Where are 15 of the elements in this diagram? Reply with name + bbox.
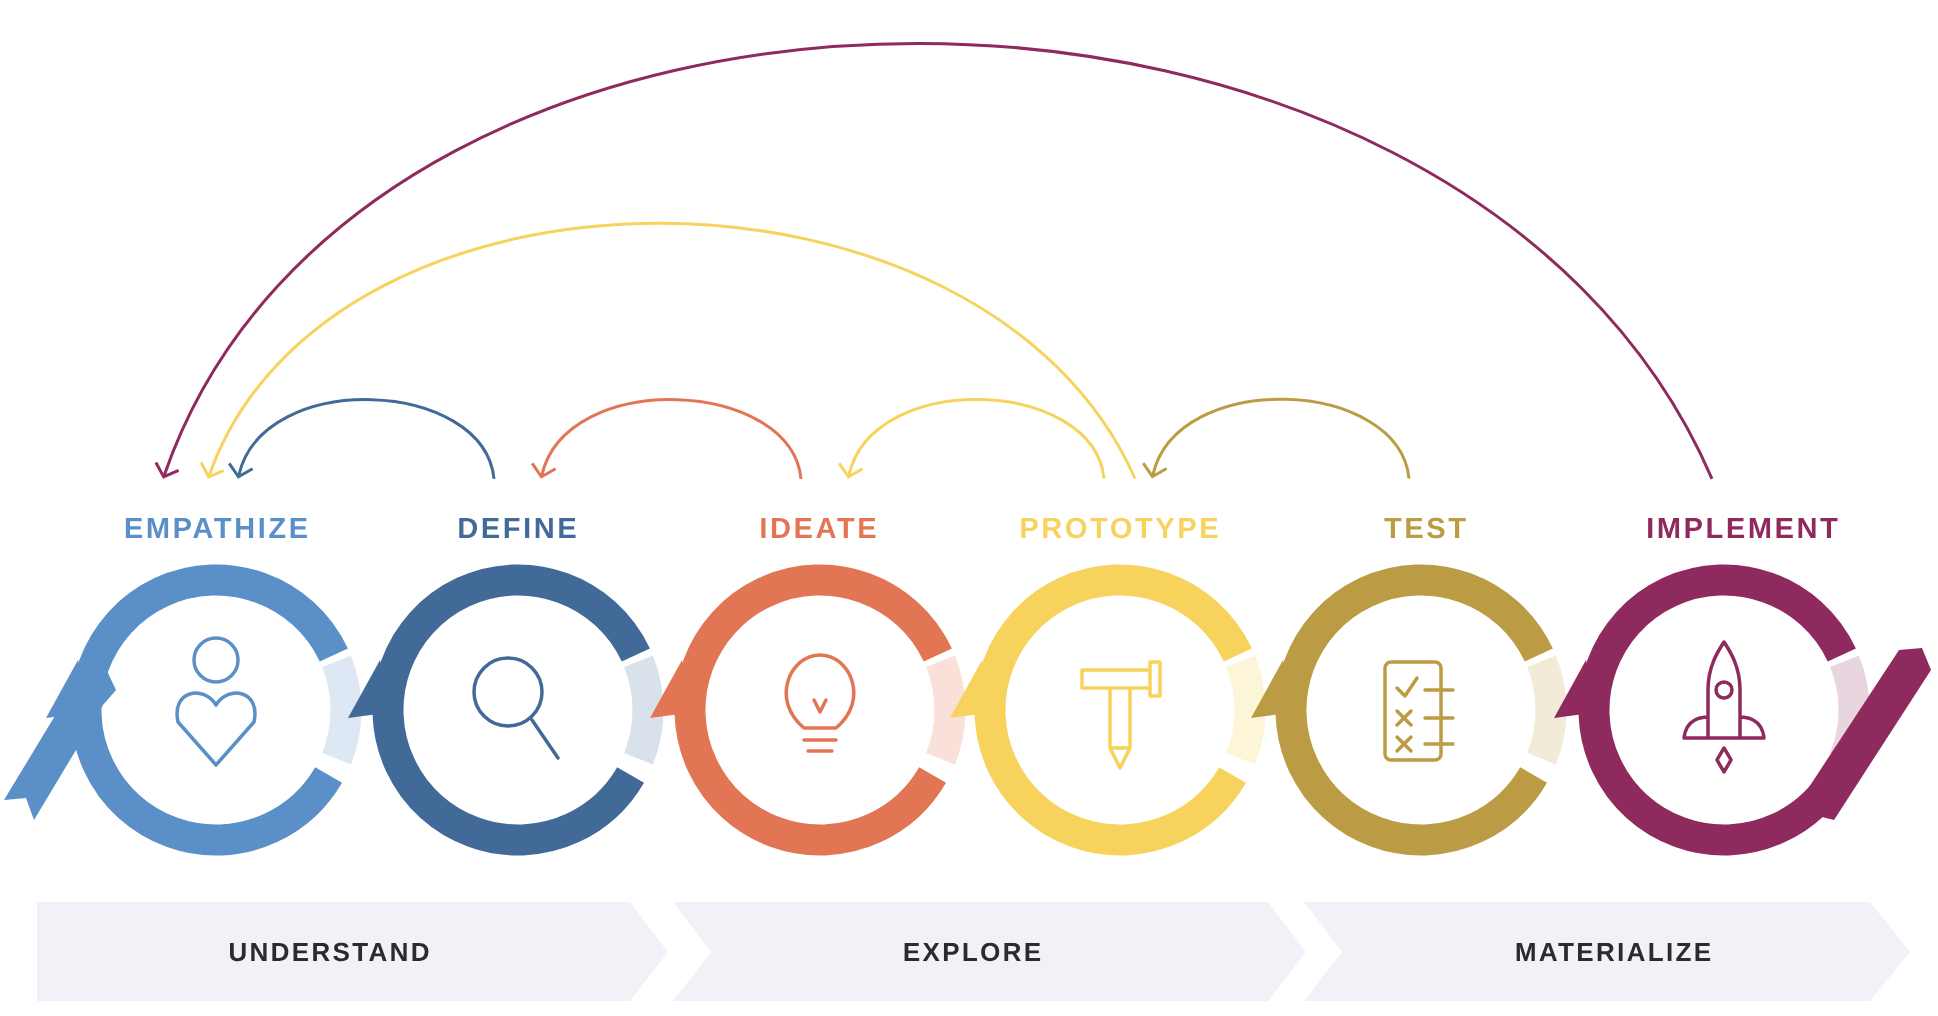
stage-label: PROTOTYPE [1021,517,1218,539]
stage-label: EMPATHIZE [125,518,307,538]
phase-band: EXPLORE [673,902,1306,1001]
arrow [154,42,1714,480]
arrow [227,398,496,480]
stage-label: IDEATE [761,518,876,538]
arrow [199,222,1137,480]
arrow [837,398,1106,479]
stage-label: DEFINE [459,518,576,538]
phase-band: UNDERSTAND [37,902,668,1001]
stage-label: IMPLEMENT [1648,518,1838,538]
stage-label: TEST [1384,517,1466,539]
arrow [530,398,803,480]
phase-band: MATERIALIZE [1304,902,1910,1001]
arrow [1141,397,1411,479]
